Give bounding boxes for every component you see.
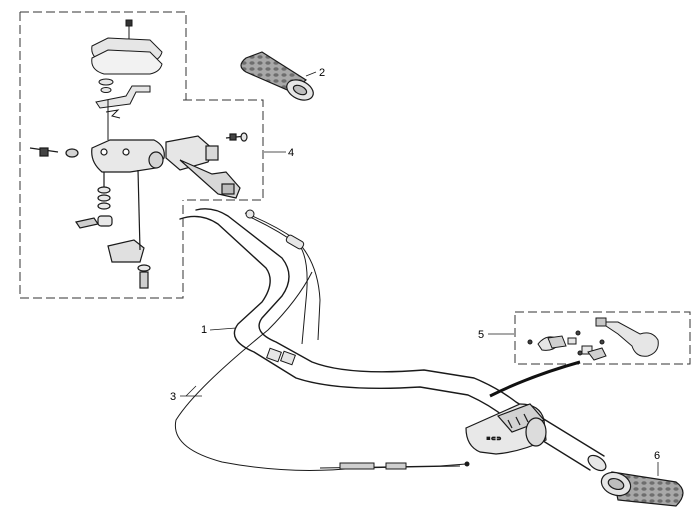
svg-text:≡ ⊂ ⊃: ≡ ⊂ ⊃ (487, 436, 501, 442)
callout-4: 4 (288, 147, 294, 159)
left-grip (240, 51, 314, 101)
right-grip (600, 471, 684, 507)
switch-wire (489, 360, 581, 398)
handlebar-tube (179, 208, 605, 471)
switch-housing: ≡ ⊂ ⊃ (465, 403, 547, 455)
callout-1: 1 (201, 324, 207, 336)
reservoir-cover-stack (91, 19, 163, 140)
brake-switch-assembly (165, 132, 248, 199)
callout-2: 2 (319, 67, 325, 79)
switch-small-parts (527, 317, 659, 361)
throttle-cables (174, 212, 461, 471)
cable-connector (245, 209, 305, 366)
callout-6: 6 (654, 450, 660, 462)
callout-3: 3 (170, 391, 176, 403)
cable-end-fitting (319, 461, 470, 470)
dashed-assembly-box-right (514, 311, 691, 365)
leader-lines (180, 71, 659, 476)
callout-5: 5 (478, 329, 484, 341)
master-cylinder (29, 139, 165, 289)
dashed-assembly-box-left (19, 11, 264, 299)
handlebar-end (587, 454, 607, 472)
